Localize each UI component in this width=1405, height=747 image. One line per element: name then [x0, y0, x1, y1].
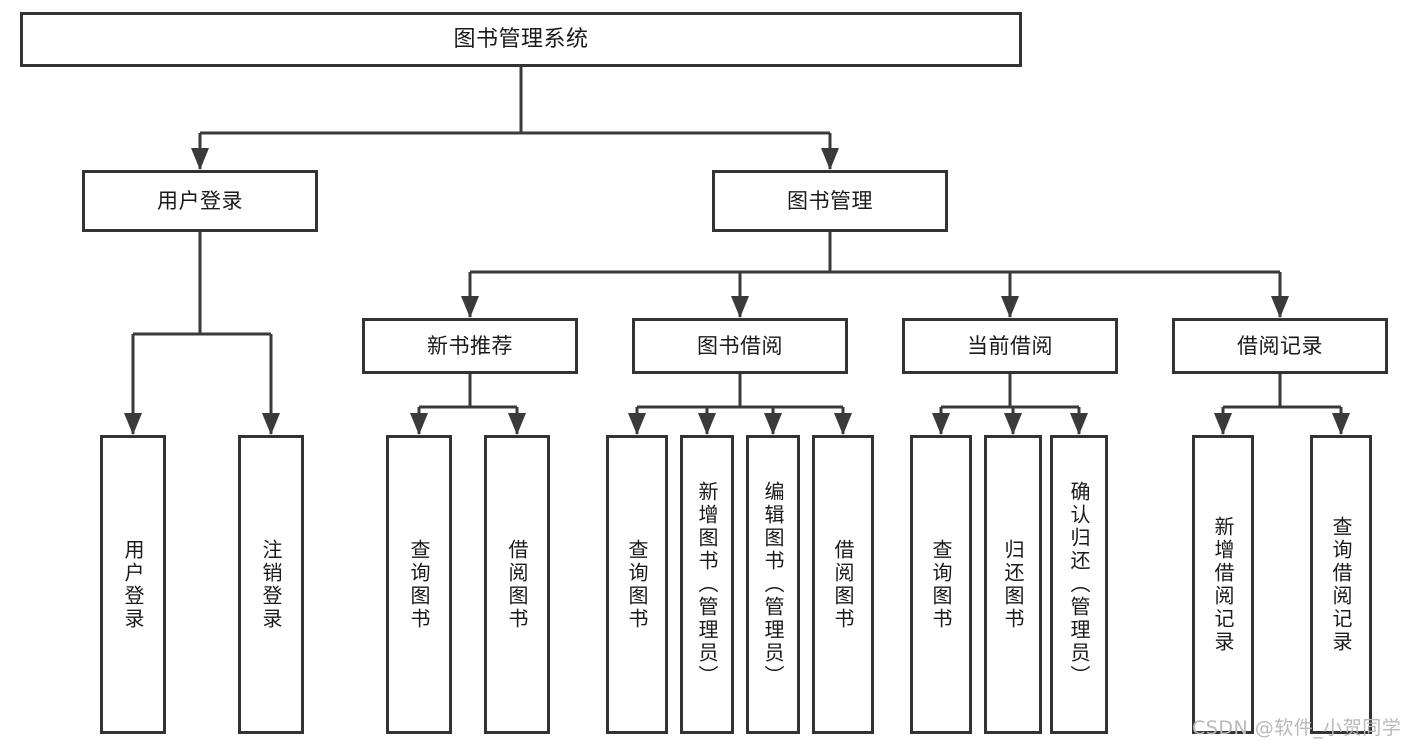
node-current[interactable]: 当前借阅 — [902, 318, 1118, 374]
node-b3[interactable]: 编辑图书（管理员） — [746, 435, 800, 734]
node-label: 编辑图书（管理员） — [761, 481, 785, 688]
node-label: 查询借阅记录 — [1329, 515, 1353, 654]
node-label: 新增借阅记录 — [1211, 515, 1235, 654]
arrow-head-icon — [1004, 413, 1022, 435]
arrow-head-icon — [821, 148, 839, 170]
arrow-head-icon — [1070, 413, 1088, 435]
node-b2[interactable]: 新增图书（管理员） — [680, 435, 734, 734]
node-borrow[interactable]: 图书借阅 — [632, 318, 848, 374]
node-records[interactable]: 借阅记录 — [1172, 318, 1388, 374]
node-n1[interactable]: 查询图书 — [386, 435, 452, 734]
node-label: 图书借阅 — [697, 333, 783, 358]
node-label: 借阅记录 — [1237, 333, 1323, 358]
node-label: 图书管理系统 — [453, 26, 589, 52]
node-label: 确认归还（管理员） — [1067, 481, 1091, 688]
arrow-head-icon — [1001, 296, 1019, 318]
node-label: 图书管理 — [787, 188, 873, 213]
node-n2[interactable]: 借阅图书 — [484, 435, 550, 734]
node-label: 借阅图书 — [505, 538, 529, 631]
node-label: 查询图书 — [929, 538, 953, 631]
node-root[interactable]: 图书管理系统 — [20, 12, 1022, 67]
node-c2[interactable]: 归还图书 — [984, 435, 1042, 734]
arrow-head-icon — [834, 413, 852, 435]
node-l2[interactable]: 注销登录 — [238, 435, 304, 734]
arrow-head-icon — [124, 413, 142, 435]
node-label: 新书推荐 — [427, 333, 513, 358]
node-b4[interactable]: 借阅图书 — [812, 435, 874, 734]
node-label: 查询图书 — [407, 538, 431, 631]
node-label: 查询图书 — [625, 538, 649, 631]
arrow-head-icon — [932, 413, 950, 435]
node-label: 用户登录 — [157, 188, 243, 213]
node-label: 归还图书 — [1001, 538, 1025, 631]
arrow-head-icon — [1271, 296, 1289, 318]
arrow-head-icon — [410, 413, 428, 435]
arrow-head-icon — [191, 148, 209, 170]
arrow-head-icon — [1214, 413, 1232, 435]
arrow-head-icon — [731, 296, 749, 318]
arrow-head-icon — [1332, 413, 1350, 435]
node-b1[interactable]: 查询图书 — [606, 435, 668, 734]
node-label: 当前借阅 — [967, 333, 1053, 358]
node-newbook[interactable]: 新书推荐 — [362, 318, 578, 374]
node-c1[interactable]: 查询图书 — [910, 435, 972, 734]
node-l1[interactable]: 用户登录 — [100, 435, 166, 734]
node-label: 新增图书（管理员） — [695, 481, 719, 688]
node-c3[interactable]: 确认归还（管理员） — [1050, 435, 1108, 734]
node-r2[interactable]: 查询借阅记录 — [1310, 435, 1372, 734]
node-label: 注销登录 — [259, 538, 283, 631]
arrow-head-icon — [764, 413, 782, 435]
arrow-head-icon — [262, 413, 280, 435]
node-r1[interactable]: 新增借阅记录 — [1192, 435, 1254, 734]
node-bookmgmt[interactable]: 图书管理 — [712, 170, 948, 232]
node-label: 借阅图书 — [831, 538, 855, 631]
node-login[interactable]: 用户登录 — [82, 170, 318, 232]
node-label: 用户登录 — [121, 538, 145, 631]
arrow-head-icon — [508, 413, 526, 435]
arrow-head-icon — [461, 296, 479, 318]
arrow-head-icon — [698, 413, 716, 435]
arrow-head-icon — [628, 413, 646, 435]
